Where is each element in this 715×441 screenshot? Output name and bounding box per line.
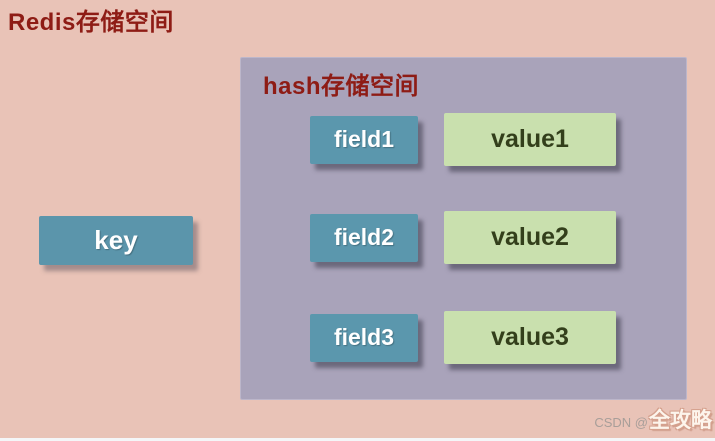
hash-storage-panel: hash存储空间 field1 value1 field2 value2 fie… [240,57,687,400]
hash-row-3: field3 value3 [310,311,616,364]
value1-box: value1 [444,113,616,166]
watermark-site-label: CSDN @ [594,415,648,430]
redis-storage-title: Redis存储空间 [8,9,174,36]
watermark: CSDN @ 全攻略 [594,404,712,434]
hash-panel-title: hash存储空间 [263,73,420,100]
field3-box: field3 [310,313,418,362]
hash-row-1: field1 value1 [310,113,616,166]
field1-box: field1 [310,115,418,164]
key-box: key [39,216,193,265]
value3-box: value3 [444,311,616,364]
watermark-username: 全攻略 [649,409,712,432]
hash-row-2: field2 value2 [310,211,616,264]
value2-box: value2 [444,211,616,264]
bottom-edge-strip [0,438,715,441]
field2-box: field2 [310,213,418,262]
